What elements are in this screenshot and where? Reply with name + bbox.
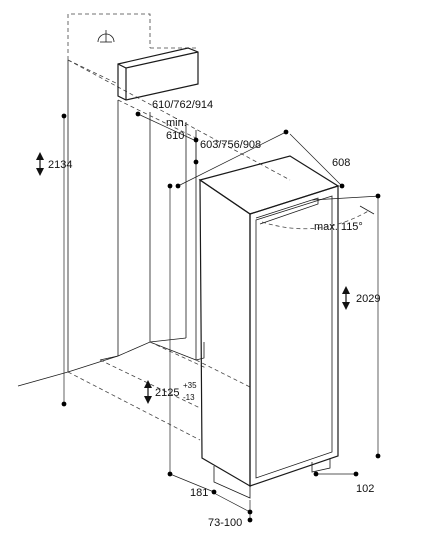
dimension-dots (61, 111, 381, 523)
label-min-value: 610 (166, 130, 184, 142)
refrigerator (198, 155, 381, 499)
label-max-angle: max. 115° (314, 221, 363, 233)
cabinet-niche (17, 13, 291, 441)
dimension-lines (63, 113, 379, 520)
label-plinth: 73-100 (208, 517, 242, 529)
label-base-right: 102 (356, 483, 374, 495)
height-arrow-icon (144, 380, 152, 404)
height-arrow-icon (36, 152, 44, 176)
label-base-left: 181 (190, 487, 208, 499)
height-arrow-icon (342, 286, 350, 310)
label-niche-tol-minus: -13 (183, 393, 195, 402)
label-niche-height: 2125 (155, 387, 179, 399)
label-width-options: 610/762/914 (152, 99, 213, 111)
label-niche-widths: 603/756/908 (200, 139, 261, 151)
label-height-total: 2134 (48, 159, 72, 171)
label-depth: 608 (332, 157, 350, 169)
label-min: min. (166, 117, 187, 129)
power-socket-icon (97, 30, 115, 43)
label-appliance-height: 2029 (356, 293, 380, 305)
label-niche-tol-plus: +35 (183, 381, 197, 390)
top-trim-panel (117, 47, 199, 101)
